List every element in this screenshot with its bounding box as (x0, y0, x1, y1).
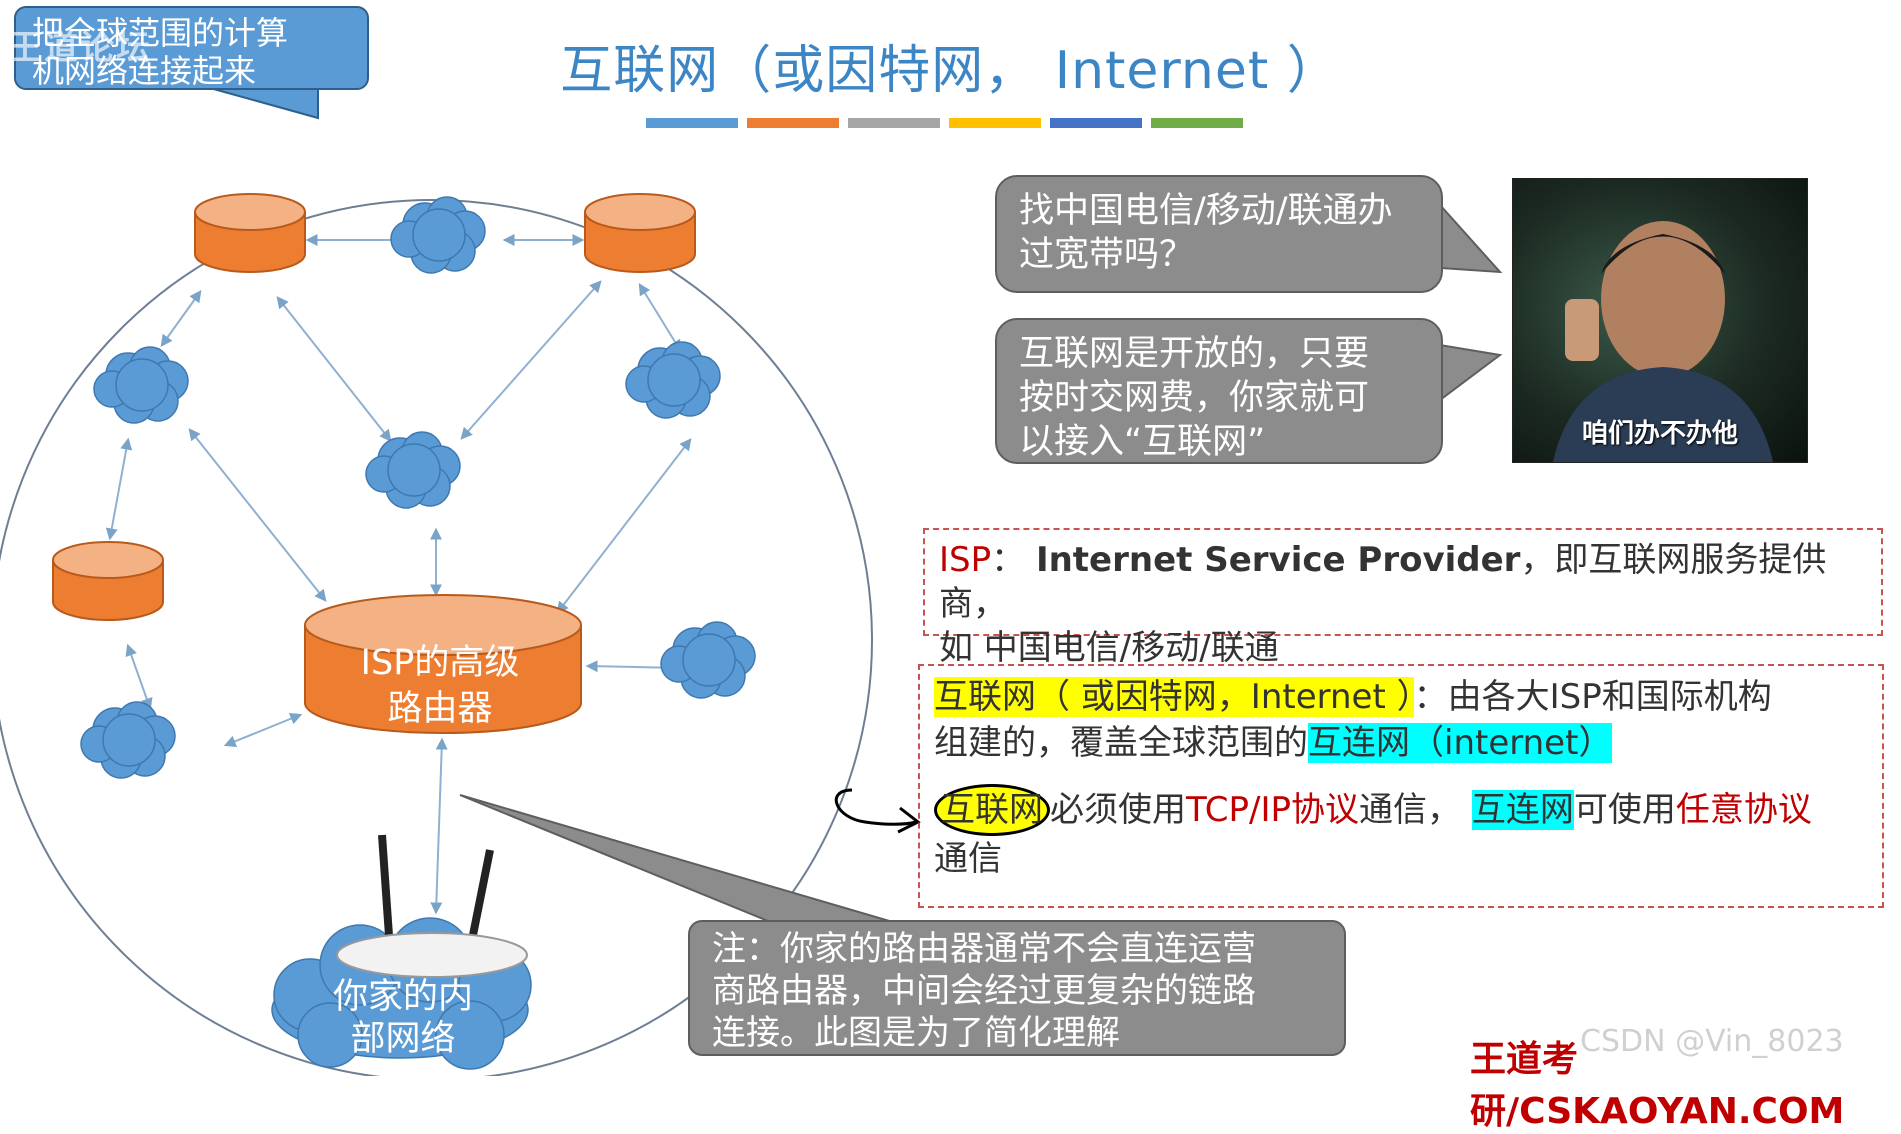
server-cylinder (52, 541, 164, 621)
callout-global-connection: 把全球范围的计算 机网络连接起来 (14, 6, 369, 90)
watermark-logo: 王道论坛 (8, 28, 152, 68)
home-router-icon (336, 834, 528, 978)
title-color-bars (646, 118, 1243, 128)
network-diagram (0, 87, 1503, 1076)
term-internetwork-short: 互连网 (1471, 790, 1574, 830)
color-bar (1050, 118, 1142, 128)
isp-examples: 如 中国电信/移动/联通 (939, 628, 1279, 668)
color-bar (848, 118, 940, 128)
color-bar (1151, 118, 1243, 128)
slide-title: 互联网（或因特网， Internet ） (560, 41, 1340, 101)
isp-router-cylinder (304, 594, 582, 734)
tcpip-protocol: TCP/IP协议 (1186, 790, 1360, 830)
color-bar (646, 118, 738, 128)
isp-definition-box: ISP： Internet Service Provider，即互联网服务提供商… (923, 528, 1883, 668)
photo-caption: 咱们办不办他 (1581, 419, 1738, 449)
note-pointer (459, 794, 921, 931)
isp-full-name: Internet Service Provider (1035, 540, 1521, 580)
cloud-network-icon (390, 196, 486, 274)
home-network-cloud (271, 917, 532, 1070)
cloud-network-icon (625, 341, 721, 419)
network-links (105, 234, 692, 915)
color-bar (949, 118, 1041, 128)
person-silhouette (1553, 221, 1773, 462)
internet-definition-box: 互联网（ 或因特网，Internet ）：由各大ISP和国际机构 组建的，覆盖全… (918, 664, 1884, 908)
any-protocol: 任意协议 (1675, 790, 1812, 830)
circled-term-internet: 互联网 (934, 784, 1050, 836)
bubble-tail (1439, 343, 1503, 402)
color-bar (747, 118, 839, 128)
term-internet: 互联网（ 或因特网，Internet ） (934, 677, 1414, 717)
isp-term: ISP (939, 540, 992, 580)
note-callout: 注：你家的路由器通常不会直连运营 商路由器，中间会经过更复杂的链路 连接。此图是… (688, 920, 1346, 1056)
internet-boundary-circle (0, 199, 873, 1076)
cloud-network-icon (93, 346, 189, 424)
cloud-network-icon (80, 701, 176, 779)
speech-bubble-open-internet: 互联网是开放的，只要 按时交网费，你家就可 以接入“互联网” (995, 318, 1443, 464)
speech-bubble-broadband: 找中国电信/移动/联通办 过宽带吗？ (995, 175, 1443, 293)
callout-line: 机网络连接起来 (32, 52, 257, 90)
term-internetwork: 互连网（internet） (1308, 723, 1613, 763)
callout-top-tail (209, 87, 319, 120)
isp-router-label: ISP的高级 路由器 (360, 643, 520, 729)
callout-line: 把全球范围的计算 (32, 14, 289, 52)
handdrawn-arrow (834, 788, 917, 826)
cloud-network-icon (365, 431, 461, 509)
home-network-label: 你家的内 部网络 (332, 977, 473, 1059)
server-cylinder (194, 193, 306, 273)
meme-photo: 咱们办不办他 (1512, 178, 1808, 463)
cloud-network-icon (660, 621, 756, 699)
csdn-watermark: CSDN @Vin_8023 (1580, 1024, 1844, 1059)
server-cylinder (584, 193, 696, 273)
bubble-tail (1439, 202, 1503, 274)
